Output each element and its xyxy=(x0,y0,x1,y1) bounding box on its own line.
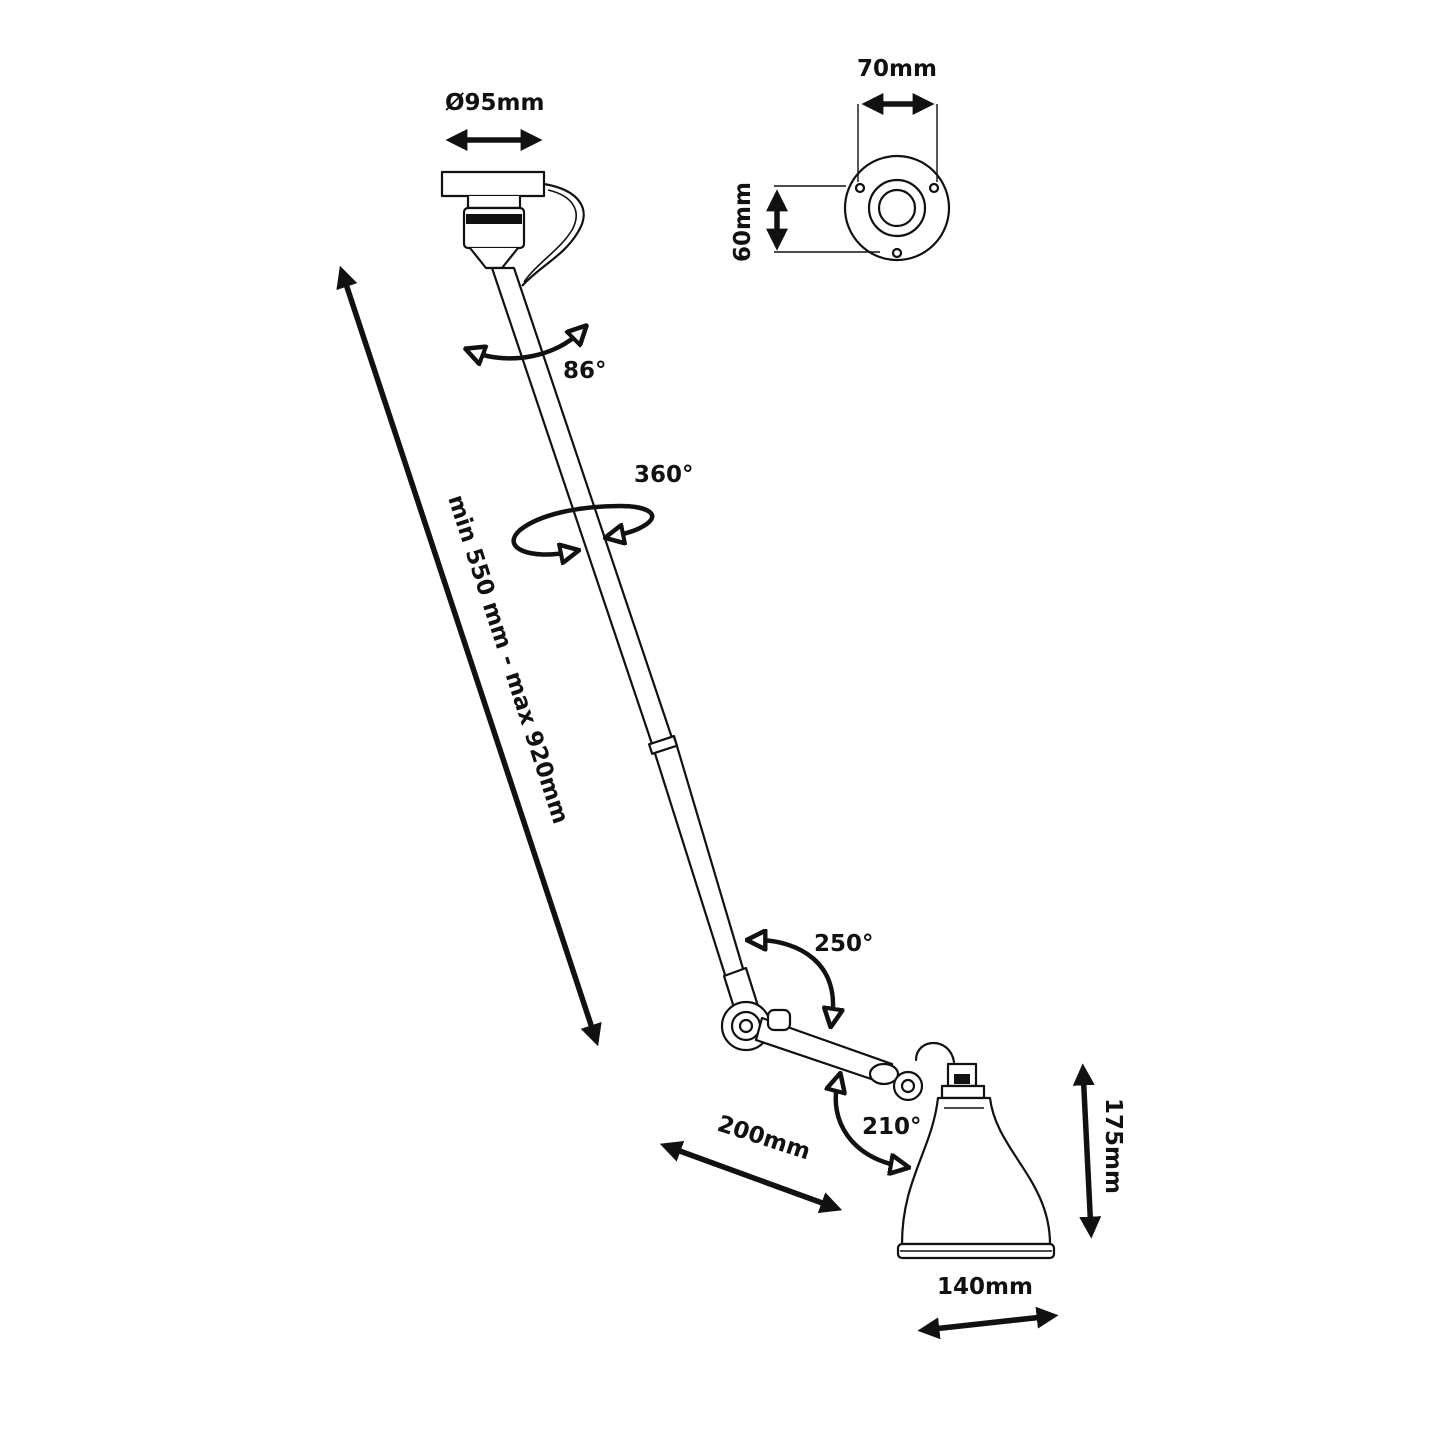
lower-arm-arrow xyxy=(659,1140,843,1214)
cable-loop xyxy=(521,182,585,287)
dimension-arrows xyxy=(336,129,1102,1340)
arm-collar xyxy=(647,735,679,755)
labels: Ø95mm 70mm 60mm min 550 mm - max 920mm 8… xyxy=(442,56,1126,1300)
screw-hole xyxy=(891,247,903,259)
shade-height-arrow xyxy=(1072,1063,1102,1239)
shade-width-label: 140mm xyxy=(937,1274,1033,1300)
elbow-rotation-arrow xyxy=(756,940,833,1018)
mounting-plate-top-view xyxy=(766,93,951,262)
screw-hole xyxy=(854,182,866,194)
shade-handle xyxy=(914,1041,956,1064)
shade-height-label: 175mm xyxy=(1100,1098,1126,1194)
rotation-arrows xyxy=(474,332,900,1166)
plate-width-label: 70mm xyxy=(857,56,937,82)
screw-hole xyxy=(928,182,940,194)
shade-width-arrow xyxy=(917,1306,1059,1340)
lower-arm-tube xyxy=(650,734,746,980)
plate-height-label: 60mm xyxy=(730,182,756,262)
lower-arm-label: 200mm xyxy=(714,1111,813,1165)
arm-length-arrow xyxy=(336,265,602,1047)
shade-body xyxy=(900,1096,1052,1246)
shade-angle-label: 210° xyxy=(862,1114,922,1140)
ceiling-plate xyxy=(440,170,546,198)
lamp-shade xyxy=(896,1041,1056,1260)
swivel-rotation-arrow xyxy=(511,503,655,555)
top-joint-angle-label: 86° xyxy=(563,358,607,384)
top-joint-rotation-arrow xyxy=(474,332,580,358)
shade-rotation-arrow xyxy=(836,1082,900,1166)
base-diameter-label: Ø95mm xyxy=(445,90,545,116)
swivel-angle-label: 360° xyxy=(634,462,694,488)
lamp-arm xyxy=(490,266,924,1102)
base-ring xyxy=(466,214,522,224)
elbow-angle-label: 250° xyxy=(814,931,874,957)
